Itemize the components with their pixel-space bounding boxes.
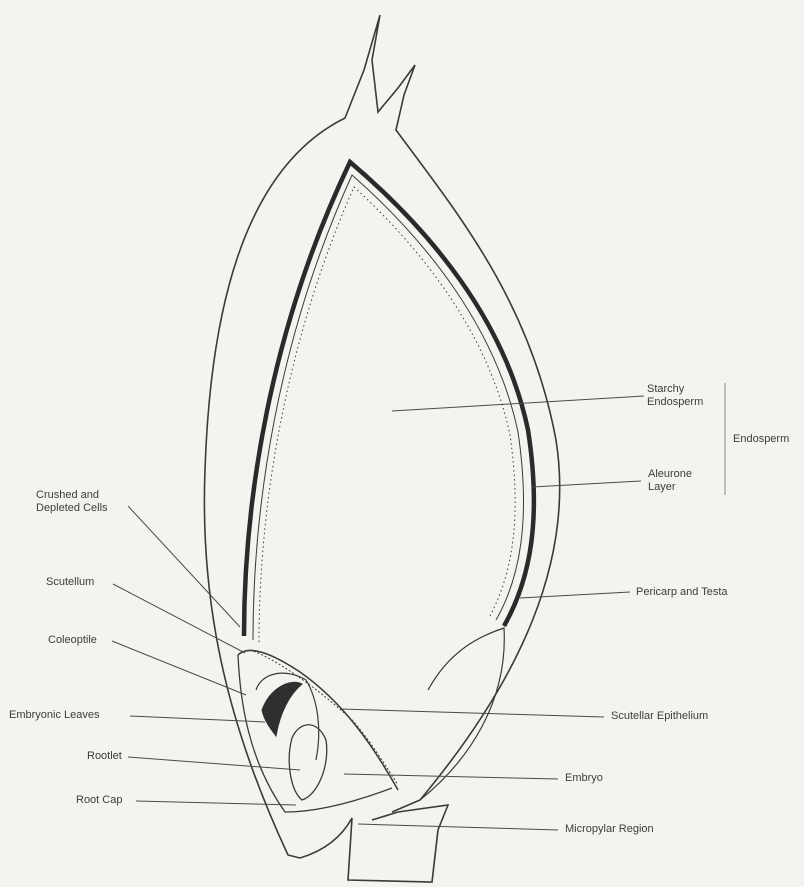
outer-husk-outline — [204, 15, 559, 858]
label-endosperm: Endosperm — [733, 433, 789, 446]
grain-base-outline — [300, 805, 448, 882]
aleurone-layer-inner — [259, 187, 515, 642]
leader-rootlet — [128, 757, 300, 770]
leader-aleurone — [532, 481, 641, 487]
leader-root-cap — [136, 801, 296, 805]
aleurone-layer-outer — [253, 175, 524, 640]
label-rootlet: Rootlet — [87, 750, 122, 763]
label-pericarp-testa: Pericarp and Testa — [636, 586, 728, 599]
leader-micropylar — [358, 824, 558, 830]
leader-scutellum — [113, 584, 245, 653]
leader-scutellar-epithelium — [340, 709, 604, 717]
label-embryonic-leaves: Embryonic Leaves — [9, 709, 100, 722]
leader-coleoptile — [112, 641, 246, 695]
embryo-outline — [238, 655, 392, 812]
label-coleoptile: Coleoptile — [48, 634, 97, 647]
label-crushed-cells: Crushed and Depleted Cells — [36, 489, 128, 515]
label-micropylar-region: Micropylar Region — [565, 823, 654, 836]
embryonic-leaves-shape — [262, 682, 302, 736]
label-aleurone-layer: Aleurone Layer — [648, 468, 718, 494]
label-starchy-endosperm: Starchy Endosperm — [647, 383, 727, 409]
label-embryo: Embryo — [565, 772, 603, 785]
label-scutellum: Scutellum — [46, 576, 94, 589]
leader-pericarp — [520, 592, 630, 598]
leader-embryo — [344, 774, 558, 779]
rootlet-outline — [289, 725, 327, 800]
label-root-cap: Root Cap — [76, 794, 122, 807]
label-scutellar-epithelium: Scutellar Epithelium — [611, 710, 708, 723]
leader-lines — [112, 396, 644, 830]
leader-crushed-cells — [128, 506, 240, 627]
pericarp-testa-band — [244, 162, 534, 636]
